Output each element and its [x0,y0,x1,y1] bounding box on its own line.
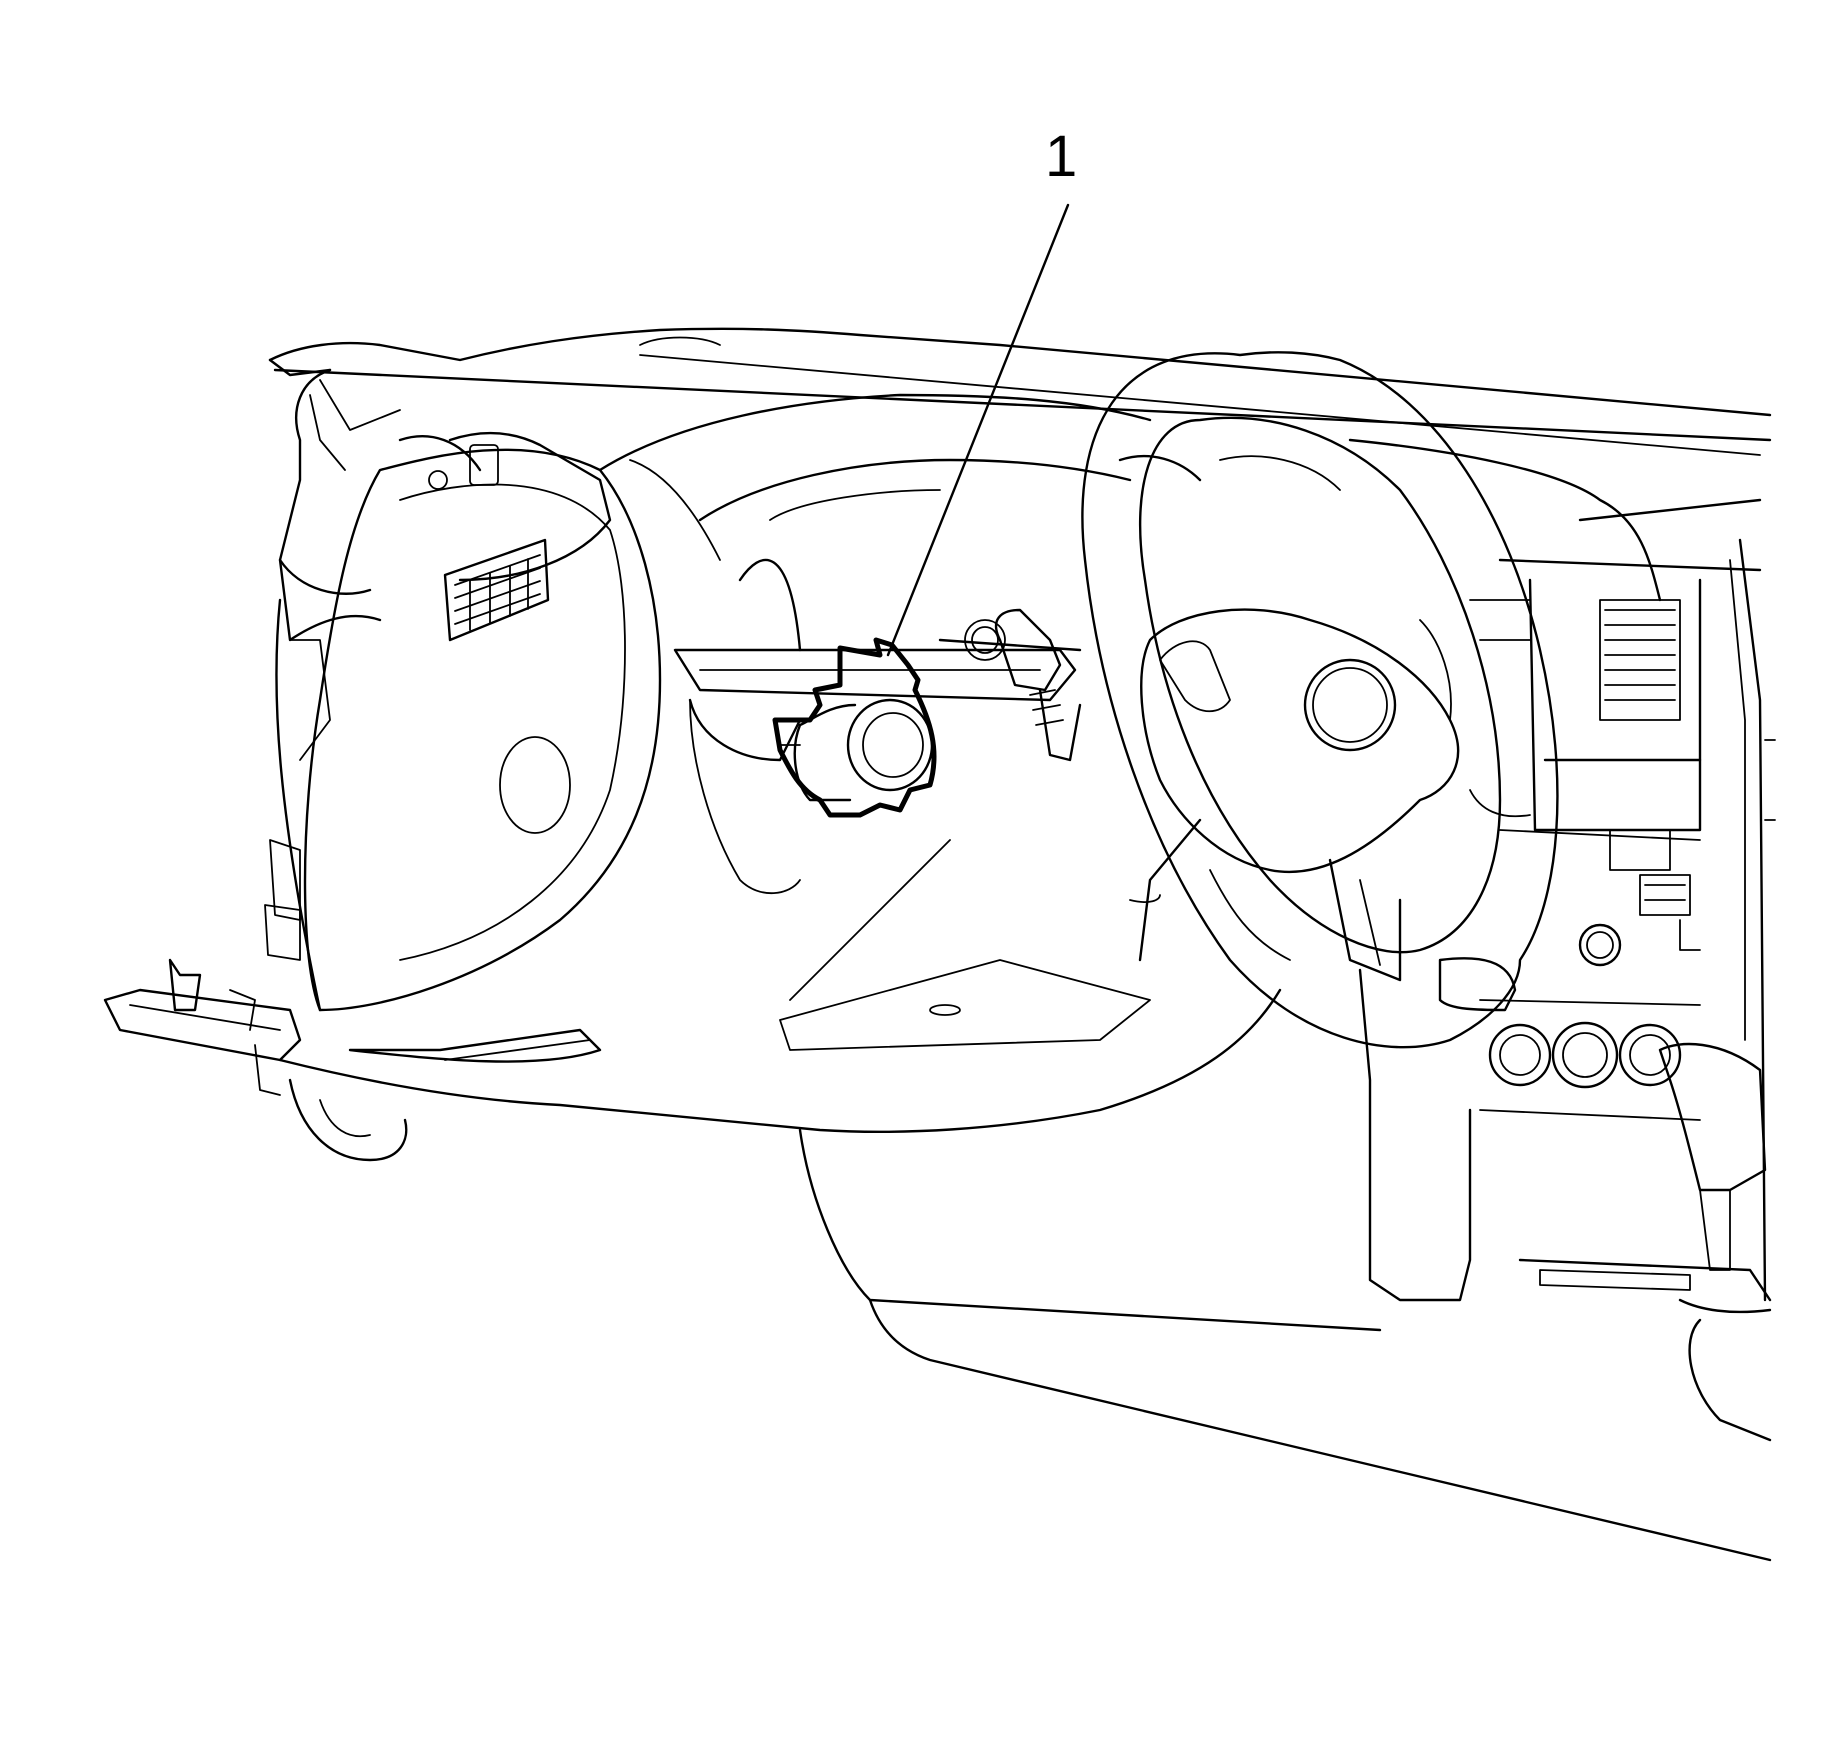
passenger-air-vent [443,538,550,642]
callout-1-component [772,637,937,818]
lower-knee-panel [779,839,1772,1562]
callout-1-label: 1 [1045,124,1078,189]
dash-lower-edge [278,988,1282,1134]
left-end-panel [278,368,612,642]
lower-left-bracket [103,839,408,1162]
instrument-cluster-hood [598,393,1152,652]
dash-top-surface [268,327,1772,456]
steering-wheel [1081,351,1559,1049]
passenger-side-panel [275,448,662,1012]
callout-1-leader-line [886,203,1070,657]
center-console [1358,558,1772,1442]
steering-column [673,608,1082,895]
right-dash-trim [1348,438,1776,1302]
